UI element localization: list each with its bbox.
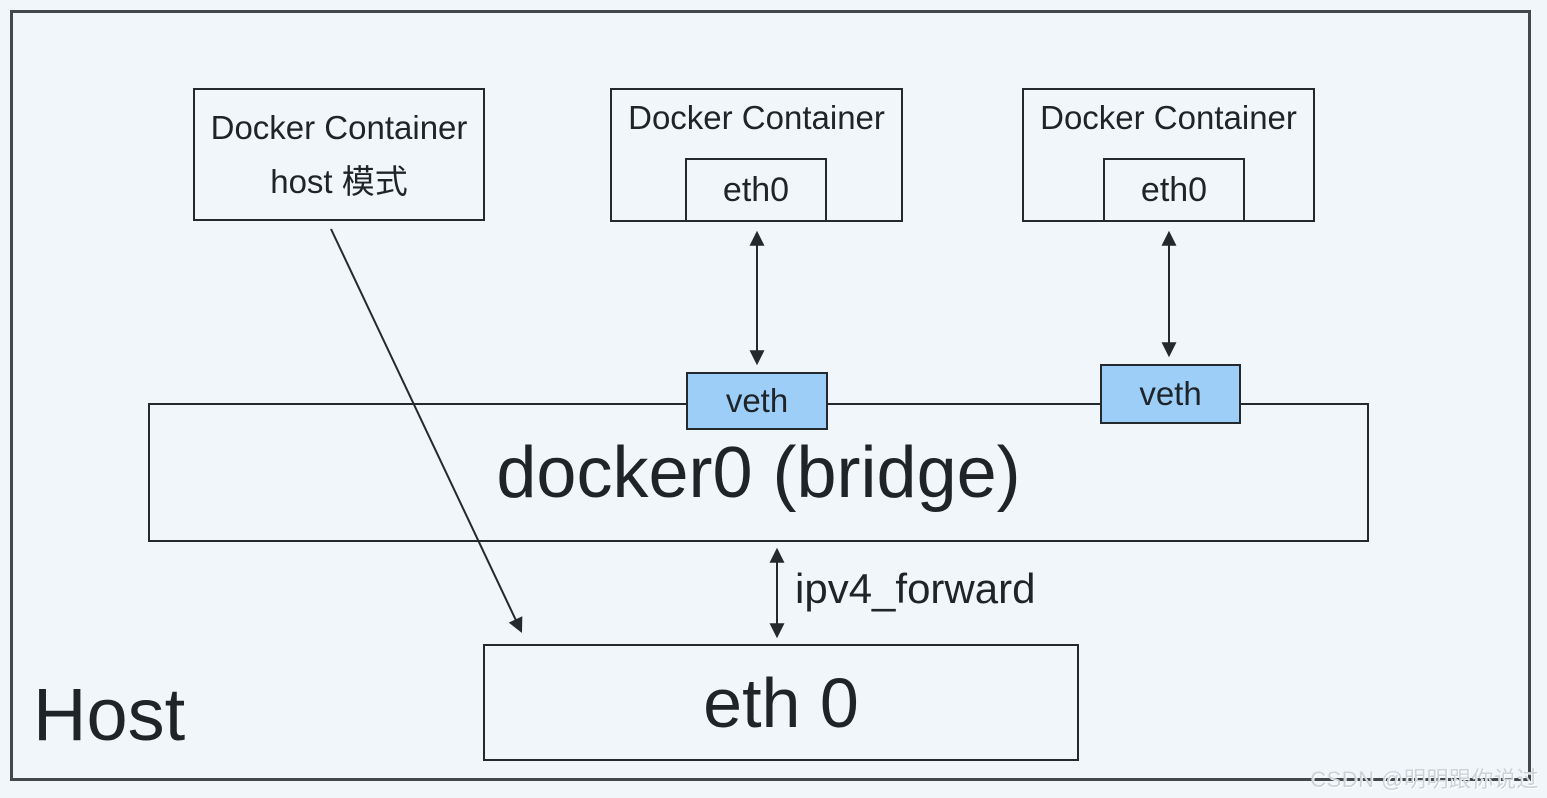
veth-1-box: veth	[686, 372, 828, 430]
ipv4-forward-label: ipv4_forward	[795, 565, 1036, 612]
docker0-bridge-label: docker0 (bridge)	[496, 432, 1021, 513]
host-eth0-label: eth 0	[703, 663, 859, 742]
veth-1-label: veth	[725, 382, 789, 419]
docker-container-2-title: Docker Container	[628, 99, 885, 136]
host-boundary-box	[10, 10, 1531, 781]
container-3-eth0-box: eth0	[1103, 158, 1245, 222]
docker-container-2-box: Docker Container eth0	[610, 88, 903, 222]
container-3-eth0-label: eth0	[1140, 170, 1208, 209]
host-label: Host	[33, 673, 186, 756]
docker0-bridge-box: docker0 (bridge)	[148, 403, 1369, 542]
docker-container-3-box: Docker Container eth0	[1022, 88, 1315, 222]
docker-container-3-title: Docker Container	[1040, 99, 1297, 136]
veth-2-box: veth	[1100, 364, 1241, 424]
container-2-eth0-box: eth0	[685, 158, 827, 222]
container-host-mode-title: Docker Container	[210, 109, 468, 147]
veth-2-label: veth	[1139, 375, 1202, 412]
watermark: CSDN @明明跟你说过	[1310, 767, 1539, 792]
container-2-eth0-label: eth0	[722, 170, 790, 209]
host-eth0-box: eth 0	[483, 644, 1079, 761]
container-host-mode-box: Docker Container host 模式	[193, 88, 485, 221]
container-host-mode-subtitle: host 模式	[270, 162, 408, 200]
